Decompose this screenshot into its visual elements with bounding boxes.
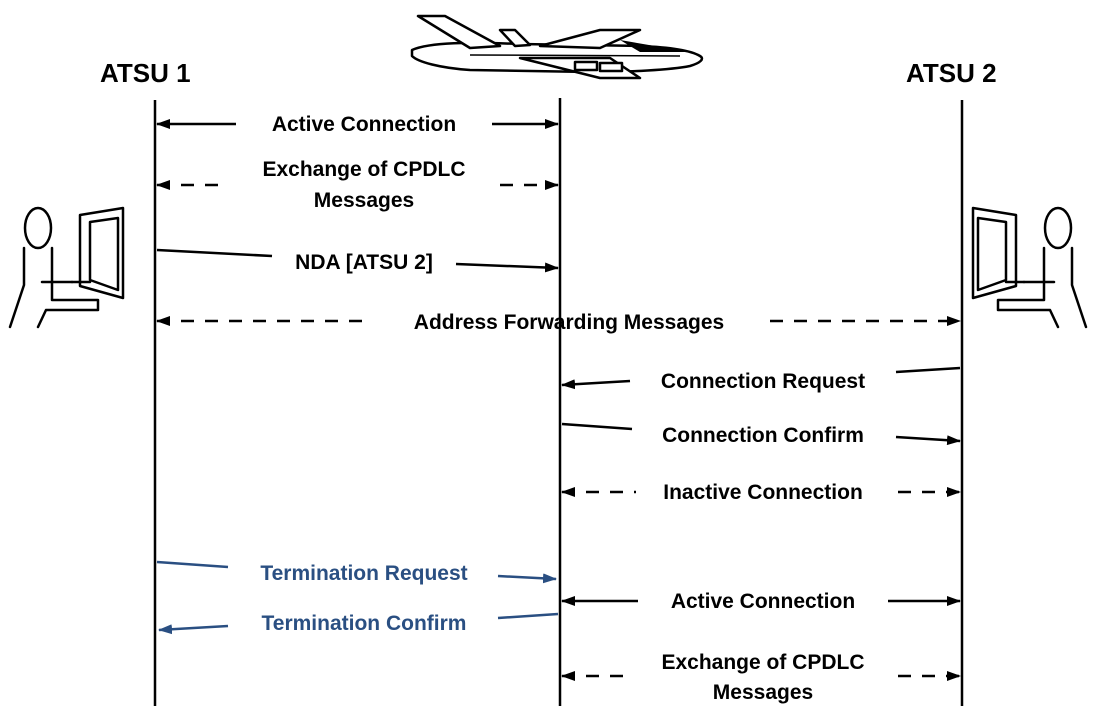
- message-connection-confirm: Connection Confirm: [561, 422, 961, 447]
- message-termination-request: Termination Request: [156, 560, 557, 585]
- message-label-line1: Exchange of CPDLC: [262, 158, 465, 181]
- message-address-forwarding: Address Forwarding Messages: [156, 311, 961, 334]
- message-termination-confirm: Termination Confirm: [158, 612, 559, 635]
- airplane-icon: [410, 14, 704, 80]
- message-label-line1: Exchange of CPDLC: [661, 651, 864, 674]
- controller-workstation-icon: [971, 206, 1088, 329]
- message-nda: NDA [ATSU 2]: [156, 248, 559, 274]
- message-exchange-cpdlc-1: Exchange of CPDLC Messages: [156, 158, 559, 212]
- message-connection-request: Connection Request: [561, 366, 961, 393]
- message-active-connection-1: Active Connection: [156, 113, 559, 136]
- message-inactive-connection: Inactive Connection: [561, 481, 961, 504]
- message-exchange-cpdlc-2: Exchange of CPDLC Messages: [561, 651, 961, 704]
- message-label: Connection Request: [661, 370, 865, 393]
- message-label-line2: Messages: [713, 681, 813, 704]
- message-label: NDA [ATSU 2]: [295, 251, 433, 274]
- message-label-line2: Messages: [314, 189, 414, 212]
- message-label: Inactive Connection: [663, 481, 863, 504]
- message-label: Active Connection: [272, 113, 456, 136]
- message-label: Termination Request: [260, 562, 467, 585]
- atsu1-header: ATSU 1: [100, 58, 191, 88]
- message-label: Active Connection: [671, 590, 855, 613]
- message-active-connection-2: Active Connection: [561, 590, 961, 613]
- message-label: Termination Confirm: [262, 612, 467, 635]
- controller-workstation-icon: [8, 206, 125, 329]
- message-label: Address Forwarding Messages: [414, 311, 724, 334]
- atsu2-header: ATSU 2: [906, 58, 997, 88]
- message-label: Connection Confirm: [662, 424, 864, 447]
